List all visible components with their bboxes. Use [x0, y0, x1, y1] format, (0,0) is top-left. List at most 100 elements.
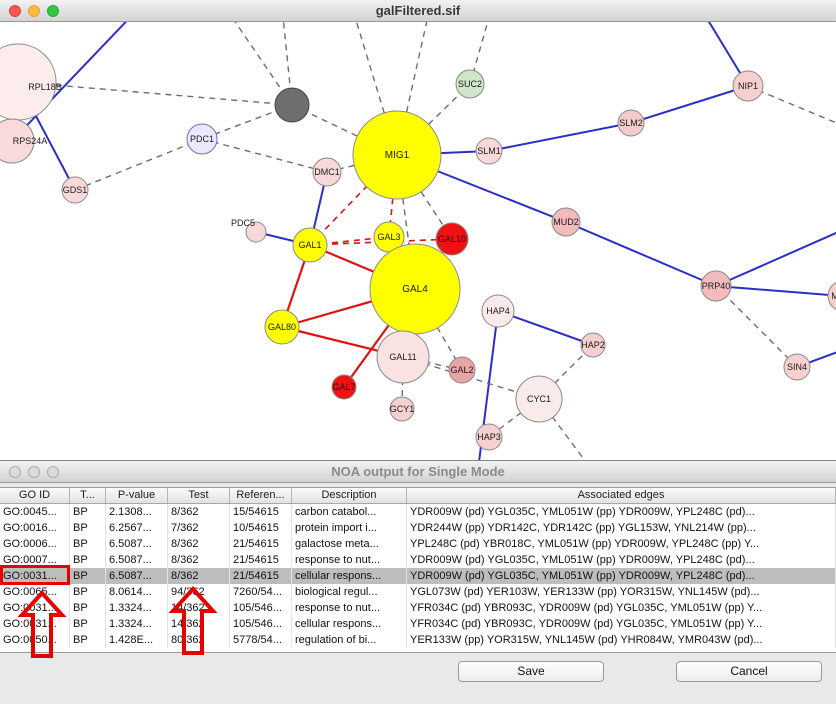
node-gal1[interactable]: [292, 227, 328, 263]
node-label-mud2: MUD2: [553, 217, 579, 227]
node-slm1[interactable]: [475, 137, 503, 165]
node-gal7[interactable]: [331, 374, 357, 400]
cell-goid: GO:0050...: [0, 632, 70, 648]
cell-type: BP: [70, 584, 106, 600]
network-canvas[interactable]: RPL18BRPS24AGDS1PDC1DMC1MIG1SUC2SLM1SLM2…: [0, 22, 836, 460]
cell-type: BP: [70, 600, 106, 616]
minimize-button[interactable]: [28, 466, 40, 478]
node-gal2[interactable]: [448, 356, 476, 384]
cell-description: biological regul...: [292, 584, 407, 600]
cell-goid: GO:0031...: [0, 616, 70, 632]
node-pdc5[interactable]: [245, 221, 267, 243]
column-header-test[interactable]: Test: [168, 488, 230, 503]
cell-reference: 21/54615: [230, 536, 292, 552]
node-msl5[interactable]: [827, 281, 836, 311]
cell-reference: 105/546...: [230, 600, 292, 616]
cell-edges: YGL073W (pd) YER103W, YER133W (pp) YOR31…: [407, 584, 836, 600]
node-gal80[interactable]: [264, 309, 300, 345]
graph-edge: [630, 85, 749, 124]
node-cyc1[interactable]: [515, 375, 563, 423]
node-nip1[interactable]: [732, 70, 764, 102]
cell-type: BP: [70, 520, 106, 536]
column-header-goid[interactable]: GO ID: [0, 488, 70, 503]
cancel-button[interactable]: Cancel: [676, 661, 822, 682]
node-gds1[interactable]: [61, 176, 89, 204]
network-titlebar[interactable]: galFiltered.sif: [0, 0, 836, 22]
node-label-gal1: GAL1: [298, 240, 321, 250]
column-header-reference[interactable]: Referen...: [230, 488, 292, 503]
graph-edge: [715, 285, 836, 297]
node-label-rps24a: RPS24A: [13, 136, 48, 146]
save-button[interactable]: Save: [458, 661, 604, 682]
node-prp40[interactable]: [700, 270, 732, 302]
node-gal11[interactable]: [376, 330, 430, 384]
cell-pvalue: 6.5087...: [106, 536, 168, 552]
node-graynode[interactable]: [274, 87, 310, 123]
node-gal10[interactable]: [435, 222, 469, 256]
cell-description: response to nut...: [292, 600, 407, 616]
cell-reference: 15/54615: [230, 504, 292, 520]
graph-edge: [11, 22, 128, 142]
cell-test: 94/362: [168, 584, 230, 600]
cell-pvalue: 1.428E...: [106, 632, 168, 648]
graph-edge: [747, 85, 836, 124]
cell-type: BP: [70, 504, 106, 520]
node-label-pdc1: PDC1: [190, 134, 214, 144]
column-header-edges[interactable]: Associated edges: [407, 488, 836, 503]
zoom-button[interactable]: [47, 5, 59, 17]
cell-pvalue: 1.3324...: [106, 600, 168, 616]
node-hap4[interactable]: [481, 294, 515, 328]
zoom-button[interactable]: [47, 466, 59, 478]
node-hap2[interactable]: [580, 332, 606, 358]
node-label-sin4: SIN4: [787, 362, 807, 372]
noa-window-title: NOA output for Single Mode: [331, 464, 505, 479]
node-label-gal80: GAL80: [268, 322, 296, 332]
column-header-pvalue[interactable]: P-value: [106, 488, 168, 503]
node-label-dmc1: DMC1: [314, 167, 340, 177]
node-label-gal2: GAL2: [450, 365, 473, 375]
node-label-hap4: HAP4: [486, 306, 510, 316]
cell-edges: YFR034C (pd) YBR093C, YDR009W (pd) YGL03…: [407, 616, 836, 632]
graph-edge: [715, 285, 798, 368]
node-pdc1[interactable]: [186, 123, 218, 155]
close-button[interactable]: [9, 466, 21, 478]
node-rps24a[interactable]: [0, 118, 35, 164]
column-header-type[interactable]: T...: [70, 488, 106, 503]
graph-edge: [74, 138, 203, 191]
node-mig1[interactable]: [352, 110, 442, 200]
node-hap3[interactable]: [475, 423, 503, 451]
column-header-description[interactable]: Description: [292, 488, 407, 503]
node-slm2[interactable]: [617, 109, 645, 137]
cell-test: 8/362: [168, 504, 230, 520]
cell-goid: GO:0006...: [0, 536, 70, 552]
noa-titlebar[interactable]: NOA output for Single Mode: [0, 461, 836, 483]
close-button[interactable]: [9, 5, 21, 17]
cell-pvalue: 6.5087...: [106, 568, 168, 584]
node-label-gal4: GAL4: [402, 284, 428, 295]
cell-goid: GO:0007...: [0, 552, 70, 568]
graph-edge: [715, 231, 836, 287]
node-gcy1[interactable]: [389, 396, 415, 422]
cell-edges: YFR034C (pd) YBR093C, YDR009W (pd) YGL03…: [407, 600, 836, 616]
cell-test: 80/362: [168, 632, 230, 648]
cell-test: 14/362: [168, 616, 230, 632]
node-suc2[interactable]: [455, 69, 485, 99]
node-dmc1[interactable]: [312, 157, 342, 187]
node-sin4[interactable]: [783, 353, 811, 381]
node-mud2[interactable]: [551, 207, 581, 237]
graph-edge: [488, 122, 632, 152]
minimize-button[interactable]: [28, 5, 40, 17]
cell-reference: 105/546...: [230, 616, 292, 632]
